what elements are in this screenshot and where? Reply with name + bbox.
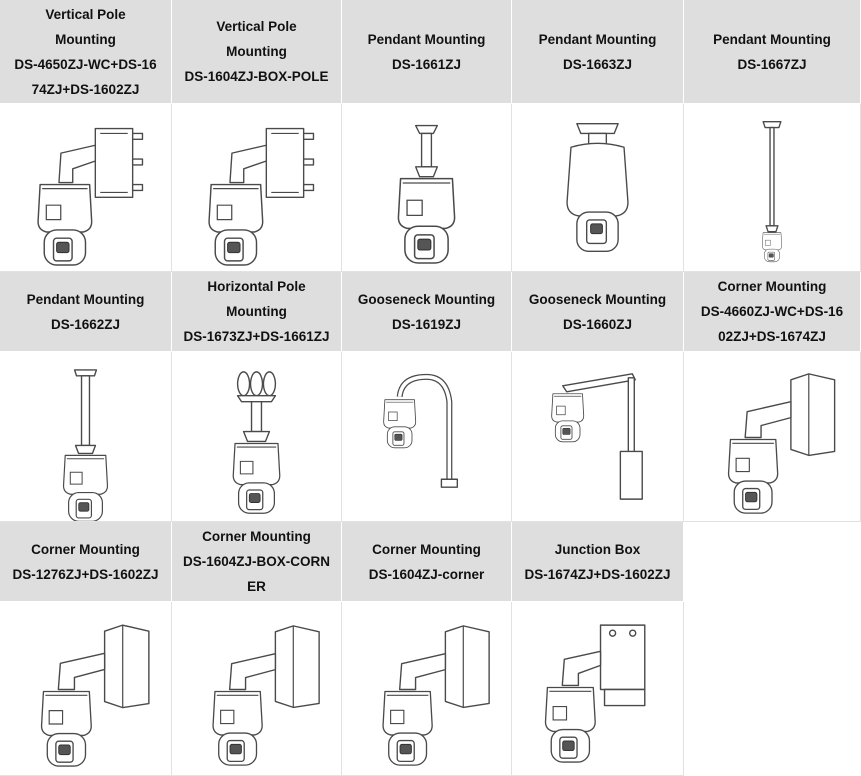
wall-box-mount-illustration [172, 104, 342, 272]
horizontal-pole-illustration [172, 352, 342, 522]
mount-title: Horizontal Pole [207, 279, 306, 294]
mount-title: Corner Mounting [717, 279, 827, 294]
corner-mount-illustration [684, 352, 861, 522]
mount-model: DS-1673ZJ+DS-1661ZJ [183, 329, 330, 344]
mount-model: DS-4660ZJ-WC+DS-16 [700, 304, 844, 319]
mount-title: Gooseneck Mounting [357, 291, 496, 307]
pendant-short-illustration [342, 104, 512, 272]
mount-model: DS-1604ZJ-corner [368, 566, 485, 582]
mount-title: Pendant Mounting [26, 291, 145, 307]
mount-model: DS-1604ZJ-BOX-CORN [182, 554, 331, 569]
corner-mount-illustration [0, 602, 172, 776]
mount-model: DS-1674ZJ+DS-1602ZJ [524, 566, 671, 582]
pendant-long-illustration [684, 104, 861, 272]
mount-title: Gooseneck Mounting [528, 291, 667, 307]
mount-title: Pendant Mounting [367, 31, 486, 47]
mount-model: DS-1667ZJ [737, 56, 807, 72]
mount-model: 02ZJ+DS-1674ZJ [718, 329, 826, 344]
gooseneck-box-illustration [512, 352, 684, 522]
mount-title: Pendant Mounting [713, 31, 831, 47]
mount-title: Pendant Mounting [538, 31, 657, 47]
mount-title: Junction Box [554, 541, 641, 557]
mount-model: DS-1661ZJ [391, 56, 462, 72]
mount-title: Corner Mounting [202, 529, 311, 544]
mount-model: ER [247, 579, 266, 594]
mount-model: DS-1619ZJ [391, 316, 462, 332]
corner-mount-illustration [342, 602, 512, 776]
pendant-large-illustration [512, 104, 684, 272]
junction-box-illustration [512, 602, 684, 776]
mount-model: DS-4650ZJ-WC+DS-16 [14, 56, 157, 72]
mount-model: Mounting [226, 44, 287, 59]
mount-title: Corner Mounting [31, 541, 140, 557]
gooseneck-illustration [342, 352, 512, 522]
mount-model: DS-1663ZJ [562, 56, 633, 72]
pendant-medium-illustration [0, 352, 172, 522]
mount-model: DS-1604ZJ-BOX-POLE [184, 69, 329, 84]
mount-model: DS-1662ZJ [50, 316, 121, 332]
corner-mount-illustration [172, 602, 342, 776]
wall-box-mount-illustration [0, 104, 172, 272]
mount-title: Vertical Pole [216, 19, 297, 34]
mount-model: Mounting [226, 304, 287, 319]
mount-title: Corner Mounting [372, 541, 481, 557]
mount-model: DS-1276ZJ+DS-1602ZJ [12, 566, 159, 582]
mount-title: Vertical Pole [45, 6, 126, 22]
mount-model: DS-1660ZJ [562, 316, 633, 332]
mount-model: 74ZJ+DS-1602ZJ [31, 81, 140, 97]
mount-model: Mounting [55, 31, 116, 47]
